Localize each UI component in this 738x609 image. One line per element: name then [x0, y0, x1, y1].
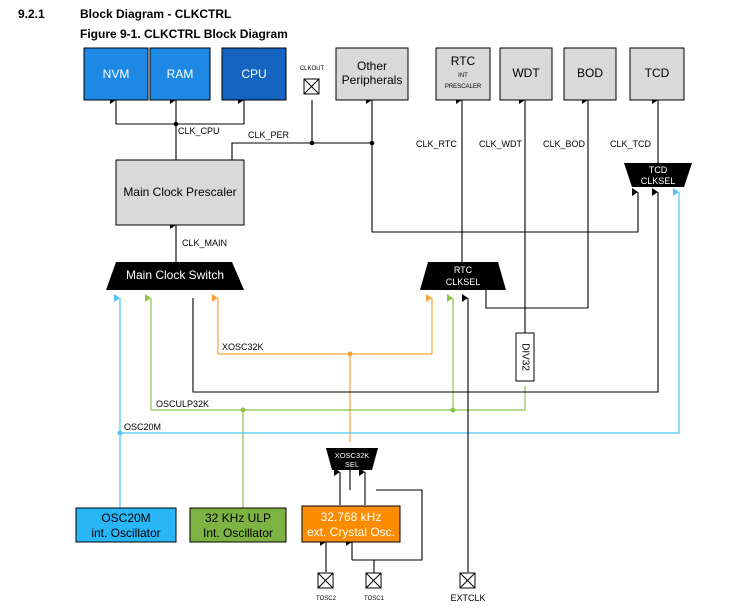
clk-bod-label: CLK_BOD: [543, 139, 586, 149]
clkout-label: CLKOUT: [300, 66, 325, 72]
tcd-label: TCD: [645, 66, 670, 80]
figure-caption: Figure 9-1. CLKCTRL Block Diagram: [80, 27, 288, 41]
other-peripherals-block: Other Peripherals: [335, 47, 409, 101]
bod-block: BOD: [563, 47, 617, 101]
nvm-label: NVM: [103, 67, 130, 81]
tosc2-pin: TOSC2: [316, 572, 337, 602]
ulp-label-1: 32 KHz ULP: [205, 511, 271, 525]
osculp32k-label: OSCULP32K: [156, 399, 209, 409]
clk-main-label: CLK_MAIN: [182, 238, 227, 248]
clk-per-junction: [309, 140, 315, 146]
clk-cpu-junction: [173, 121, 179, 127]
tcd-sel-label-1: TCD: [649, 165, 668, 175]
main-switch-label: Main Clock Switch: [126, 268, 224, 282]
bod-label: BOD: [577, 66, 603, 80]
rtc-sub-1: INT: [458, 73, 468, 79]
xosc-sel-label-2: SEL: [345, 460, 359, 469]
xtal-label-2: ext. Crystal Osc.: [307, 525, 395, 539]
clk-cpu-label: CLK_CPU: [178, 126, 220, 136]
main-clock-switch: Main Clock Switch: [106, 262, 244, 290]
clk-per-junction-2: [369, 140, 375, 146]
xosc32k-label: XOSC32K: [222, 342, 264, 352]
ram-label: RAM: [167, 67, 194, 81]
extclk-label: EXTCLK: [450, 593, 485, 603]
osculp32k-wire: [145, 294, 526, 508]
ram-block: RAM: [149, 47, 211, 101]
tosc1-label: TOSC1: [364, 596, 385, 602]
osc20m-label-1: OSC20M: [101, 511, 150, 525]
xtal-label-1: 32.768 kHz: [321, 510, 382, 524]
osc20m-label: OSC20M: [124, 422, 161, 432]
rtc-label: RTC: [451, 54, 476, 68]
rtc-sel-label-1: RTC: [454, 265, 473, 275]
tosc2-label: TOSC2: [316, 596, 337, 602]
osculp32k-junction: [240, 407, 246, 413]
rtc-clksel: RTC CLKSEL: [420, 262, 506, 290]
ulp-label-2: Int. Oscillator: [203, 526, 273, 540]
xosc32k-wire: [212, 294, 433, 442]
tcd-clksel: TCD CLKSEL: [624, 163, 692, 187]
clkout-pin: CLKOUT: [300, 66, 325, 95]
tcd-block: TCD: [629, 47, 685, 101]
section-number: 9.2.1: [18, 7, 45, 21]
xosc32k-junction: [347, 351, 353, 357]
clk-tcd-label: CLK_TCD: [610, 139, 652, 149]
osc20m-junction: [117, 430, 123, 436]
other-label-2: Peripherals: [342, 73, 403, 87]
osc20m-label-2: int. Oscillator: [91, 526, 160, 540]
div32-label: DIV32: [519, 343, 530, 371]
extclk-pin: EXTCLK: [450, 572, 486, 603]
ulp-oscillator-block: 32 KHz ULP Int. Oscillator: [189, 507, 287, 543]
cpu-block: CPU: [221, 47, 287, 101]
clk-wdt-label: CLK_WDT: [479, 139, 523, 149]
wdt-block: WDT: [499, 47, 553, 101]
section-title: Block Diagram - CLKCTRL: [80, 7, 231, 21]
rtc-sel-label-2: CLKSEL: [446, 277, 481, 287]
nvm-block: NVM: [83, 47, 149, 101]
clk-per-label: CLK_PER: [248, 130, 290, 140]
main-prescaler-label: Main Clock Prescaler: [123, 185, 236, 199]
other-label-1: Other: [357, 59, 387, 73]
xosc32k-sel: XOSC32K SEL: [326, 448, 378, 470]
clk-rtc-label: CLK_RTC: [416, 139, 457, 149]
wdt-label: WDT: [512, 66, 540, 80]
div32-block: DIV32: [515, 332, 535, 382]
cpu-label: CPU: [241, 67, 266, 81]
osc20m-block: OSC20M int. Oscillator: [75, 507, 177, 543]
rtc-sub-2: PRESCALER: [445, 84, 482, 90]
tcd-sel-label-2: CLKSEL: [641, 176, 676, 186]
xosc-sel-label-1: XOSC32K: [335, 451, 370, 460]
crystal-oscillator-block: 32.768 kHz ext. Crystal Osc.: [301, 505, 401, 543]
main-clock-prescaler-block: Main Clock Prescaler: [115, 159, 245, 226]
rtc-block: RTC INT PRESCALER: [435, 47, 491, 101]
black-wires: [110, 96, 659, 574]
tosc1-pin: TOSC1: [364, 572, 385, 602]
osc20m-wire: [114, 188, 680, 508]
osculp32k-junction-rtc: [450, 407, 456, 413]
